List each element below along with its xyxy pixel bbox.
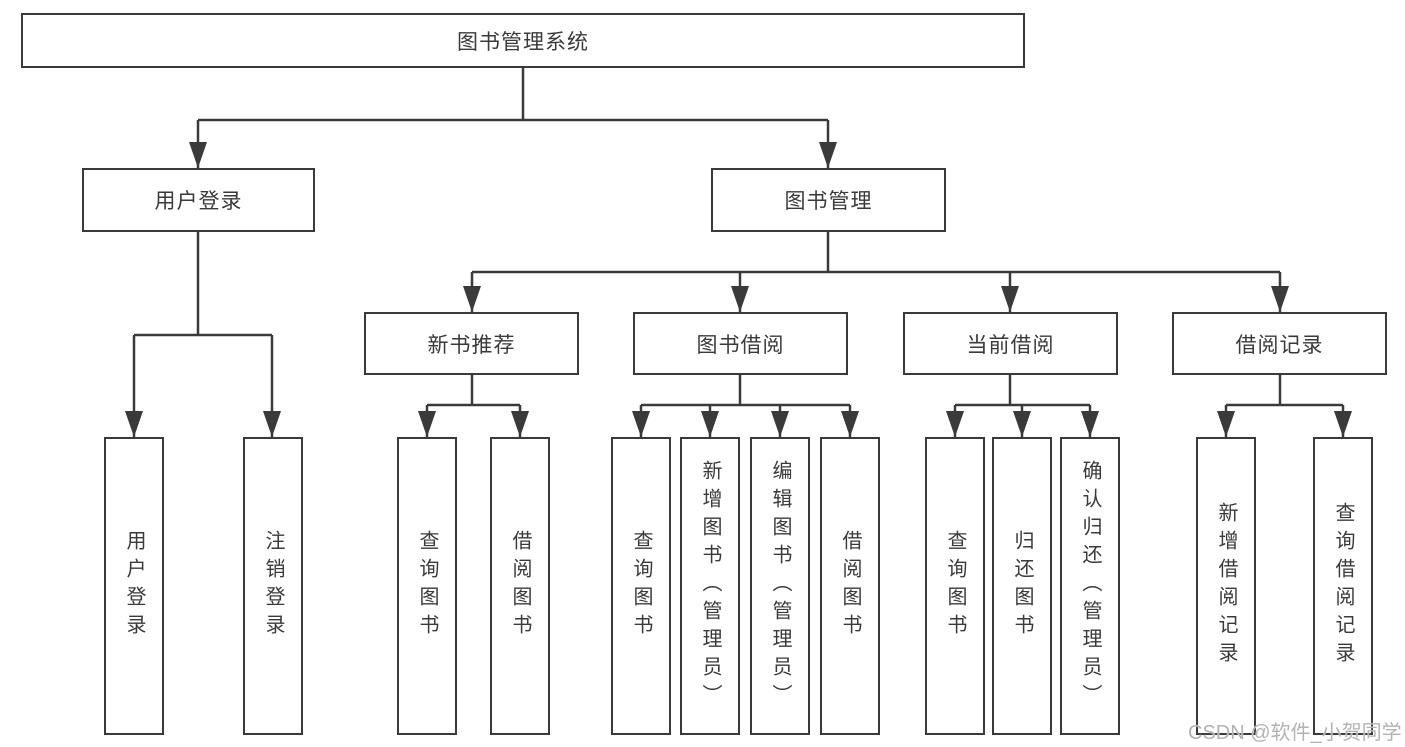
leaf-edit-books-admin: 编辑图书（管理员） <box>750 437 810 735</box>
leaf-query-borrow-record: 查询借阅记录 <box>1313 437 1373 735</box>
connectors <box>125 68 1352 437</box>
node-current-borrowing: 当前借阅 <box>903 312 1118 375</box>
node-label: 查询借阅记录 <box>1332 502 1354 670</box>
leaf-query-books-current: 查询图书 <box>925 437 985 735</box>
node-user-login: 用户登录 <box>82 168 315 232</box>
leaf-borrow-books: 借阅图书 <box>820 437 880 735</box>
csdn-watermark: CSDN @软件_小贺同学 <box>1188 722 1402 744</box>
node-label: 当前借阅 <box>966 333 1055 357</box>
node-label: 查询图书 <box>630 530 652 642</box>
node-label: 归还图书 <box>1011 530 1033 642</box>
node-label: 借阅图书 <box>839 530 861 642</box>
node-new-book-recommendation: 新书推荐 <box>364 312 579 375</box>
node-label: 新增借阅记录 <box>1215 502 1237 670</box>
node-label: 借阅记录 <box>1235 333 1324 357</box>
node-label: 注销登录 <box>262 530 284 642</box>
node-label: 查询图书 <box>416 530 438 642</box>
node-label: 查询图书 <box>944 530 966 642</box>
node-label: 新增图书（管理员） <box>699 460 721 712</box>
node-label: 图书管理 <box>784 190 873 213</box>
leaf-borrow-books-recommend: 借阅图书 <box>490 437 550 735</box>
leaf-query-books-recommend: 查询图书 <box>397 437 457 735</box>
leaf-add-books-admin: 新增图书（管理员） <box>680 437 740 735</box>
leaf-confirm-return-admin: 确认归还（管理员） <box>1060 437 1120 735</box>
leaf-query-books-borrowing: 查询图书 <box>611 437 671 735</box>
leaf-add-borrow-record: 新增借阅记录 <box>1196 437 1256 735</box>
node-label: 借阅图书 <box>509 530 531 642</box>
leaf-logout: 注销登录 <box>243 437 303 735</box>
leaf-return-books: 归还图书 <box>992 437 1052 735</box>
node-label: 用户登录 <box>154 190 243 213</box>
node-label: 图书借阅 <box>696 333 785 357</box>
node-label: 新书推荐 <box>427 333 516 357</box>
node-book-borrowing: 图书借阅 <box>633 312 848 375</box>
node-label: 图书管理系统 <box>457 30 589 54</box>
node-book-management: 图书管理 <box>711 168 946 232</box>
node-label: 确认归还（管理员） <box>1079 460 1101 712</box>
node-borrowing-records: 借阅记录 <box>1172 312 1387 375</box>
leaf-user-login: 用户登录 <box>104 437 164 735</box>
node-library-management-system: 图书管理系统 <box>21 13 1025 68</box>
node-label: 编辑图书（管理员） <box>769 460 791 712</box>
node-label: 用户登录 <box>123 530 145 642</box>
